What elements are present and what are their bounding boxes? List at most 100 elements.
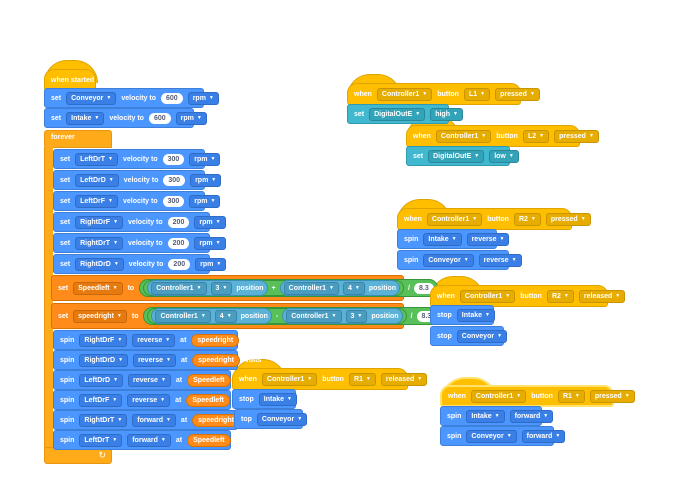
motor-dropdown[interactable]: LeftDrT▼ <box>75 152 118 166</box>
set-velocity-block[interactable]: set RightDrD▼ velocity to 200 rpm▼ <box>53 254 227 274</box>
set-digital-out-block[interactable]: set DigitalOutE▼ low▼ <box>406 146 519 166</box>
variable-reporter[interactable]: Speedleft <box>187 373 231 387</box>
set-intake-velocity-block[interactable]: set Intake▼ velocity to 600 rpm▼ <box>44 108 207 128</box>
spin-motor-block[interactable]: spin Conveyor▼ reverse▼ <box>397 250 522 270</box>
stop-motor-block[interactable]: stop Conveyor▼ <box>430 326 508 346</box>
motor-dropdown[interactable]: Conveyor▼ <box>423 253 474 267</box>
velocity-input[interactable]: 300 <box>163 174 186 186</box>
controller-dropdown[interactable]: Controller1▼ <box>286 309 342 323</box>
unit-dropdown[interactable]: rpm▼ <box>195 257 227 271</box>
direction-dropdown[interactable]: reverse▼ <box>466 232 510 246</box>
variable-dropdown[interactable]: Speedleft▼ <box>73 281 123 295</box>
motor-dropdown[interactable]: Conveyor▼ <box>456 329 508 343</box>
set-speedleft-block[interactable]: set Speedleft▼ to Controller1▼ 3▼ positi… <box>51 275 438 301</box>
direction-dropdown[interactable]: reverse▼ <box>128 373 171 387</box>
motor-dropdown[interactable]: RightDrD▼ <box>79 353 129 367</box>
motor-dropdown[interactable]: Intake▼ <box>258 392 297 406</box>
variable-reporter[interactable]: Speedleft <box>187 433 231 447</box>
add-operator[interactable]: Controller1▼ 3▼ position + Controller1▼ … <box>143 280 405 296</box>
axis-dropdown[interactable]: 3▼ <box>210 281 233 295</box>
direction-dropdown[interactable]: forward▼ <box>509 409 554 423</box>
variable-reporter[interactable]: Speedleft <box>186 393 230 407</box>
digital-out-dropdown[interactable]: DigitalOutE▼ <box>428 149 485 163</box>
button-dropdown[interactable]: R2▼ <box>546 289 574 303</box>
variable-reporter[interactable]: speedright <box>192 413 240 427</box>
state-dropdown[interactable]: pressed▼ <box>554 129 599 143</box>
button-dropdown[interactable]: R2▼ <box>513 212 541 226</box>
velocity-input[interactable]: 200 <box>167 237 190 249</box>
button-dropdown[interactable]: R1▼ <box>348 372 376 386</box>
motor-dropdown[interactable]: LeftDrF▼ <box>79 393 123 407</box>
set-conveyor-velocity-block[interactable]: set Conveyor▼ velocity to 600 rpm▼ <box>44 88 219 108</box>
controller-dropdown[interactable]: Controller1▼ <box>470 389 527 403</box>
set-velocity-block[interactable]: set RightDrT▼ velocity to 200 rpm▼ <box>53 233 226 253</box>
velocity-input[interactable]: 200 <box>168 258 191 270</box>
controller-dropdown[interactable]: Controller1▼ <box>155 309 211 323</box>
spin-volts-block[interactable]: spin LeftDrD▼ reverse▼ at Speedleft volt… <box>53 370 252 390</box>
spin-volts-block[interactable]: spin RightDrD▼ reverse▼ at speedright vo… <box>53 350 261 370</box>
when-button-l2-hat[interactable]: when Controller1▼ button L2▼ pressed▼ <box>406 116 599 147</box>
set-velocity-block[interactable]: set LeftDrF▼ velocity to 300 rpm▼ <box>53 191 221 211</box>
forever-block[interactable]: forever <box>44 130 112 148</box>
axis-dropdown[interactable]: 4▼ <box>214 309 237 323</box>
motor-dropdown[interactable]: Intake▼ <box>423 232 462 246</box>
axis-dropdown[interactable]: 4▼ <box>342 281 365 295</box>
button-dropdown[interactable]: L1▼ <box>463 87 491 101</box>
motor-dropdown[interactable]: LeftDrT▼ <box>79 433 123 447</box>
spin-motor-block[interactable]: spin Intake▼ forward▼ <box>440 406 554 426</box>
controller-dropdown[interactable]: Controller1▼ <box>376 87 433 101</box>
state-dropdown[interactable]: pressed▼ <box>545 212 591 226</box>
direction-dropdown[interactable]: reverse▼ <box>127 393 171 407</box>
controller-dropdown[interactable]: Controller1▼ <box>151 281 207 295</box>
controller-dropdown[interactable]: Controller1▼ <box>261 372 318 386</box>
when-button-r1-released-hat[interactable]: when Controller1▼ button R1▼ released▼ <box>232 359 428 390</box>
direction-dropdown[interactable]: reverse▼ <box>133 353 176 367</box>
stop-motor-block[interactable]: stop Intake▼ <box>430 305 495 325</box>
when-button-r2-released-hat[interactable]: when Controller1▼ button R2▼ released▼ <box>430 276 626 307</box>
motor-dropdown[interactable]: LeftDrF▼ <box>75 194 118 208</box>
when-button-r2-pressed-hat[interactable]: when Controller1▼ button R2▼ pressed▼ <box>397 199 591 230</box>
forever-block-arm[interactable] <box>44 147 53 449</box>
subtract-operator[interactable]: Controller1▼ 4▼ position - Controller1▼ … <box>147 308 407 324</box>
stop-motor-block[interactable]: stop Intake▼ <box>232 389 297 409</box>
spin-volts-block[interactable]: spin RightDrT▼ forward▼ at speedright vo… <box>53 410 261 430</box>
spin-motor-block[interactable]: spin Intake▼ reverse▼ <box>397 229 510 249</box>
direction-dropdown[interactable]: reverse▼ <box>132 333 176 347</box>
motor-dropdown[interactable]: RightDrT▼ <box>75 236 124 250</box>
spin-volts-block[interactable]: spin LeftDrF▼ reverse▼ at Speedleft volt… <box>53 390 251 410</box>
controller-dropdown[interactable]: Controller1▼ <box>435 129 492 143</box>
spin-volts-block[interactable]: spin LeftDrT▼ forward▼ at Speedleft volt… <box>53 430 252 450</box>
set-digital-out-block[interactable]: set DigitalOutE▼ high▼ <box>347 104 463 124</box>
direction-dropdown[interactable]: forward▼ <box>132 413 176 427</box>
controller-dropdown[interactable]: Controller1▼ <box>283 281 339 295</box>
unit-dropdown[interactable]: rpm▼ <box>189 194 221 208</box>
divisor-input[interactable]: 8.3 <box>416 310 437 322</box>
unit-dropdown[interactable]: rpm▼ <box>189 152 221 166</box>
unit-dropdown[interactable]: rpm▼ <box>194 215 226 229</box>
controller-dropdown[interactable]: Controller1▼ <box>459 289 516 303</box>
velocity-input[interactable]: 300 <box>162 195 185 207</box>
set-velocity-block[interactable]: set RightDrF▼ velocity to 200 rpm▼ <box>53 212 226 232</box>
direction-dropdown[interactable]: forward▼ <box>127 433 171 447</box>
controller-axis-reporter[interactable]: Controller1▼ 4▼ position <box>279 280 401 296</box>
direction-dropdown[interactable]: forward▼ <box>521 429 566 443</box>
motor-dropdown[interactable]: Conveyor▼ <box>466 429 517 443</box>
variable-reporter[interactable]: speedright <box>192 353 240 367</box>
controller-axis-reporter[interactable]: Controller1▼ 3▼ position <box>147 280 268 296</box>
state-dropdown[interactable]: pressed▼ <box>589 389 635 403</box>
state-dropdown[interactable]: pressed▼ <box>495 87 540 101</box>
level-dropdown[interactable]: high▼ <box>430 107 463 121</box>
motor-dropdown[interactable]: Conveyor▼ <box>66 91 117 105</box>
controller-dropdown[interactable]: Controller1▼ <box>426 212 483 226</box>
spin-motor-block[interactable]: spin Conveyor▼ forward▼ <box>440 426 566 446</box>
axis-dropdown[interactable]: 3▼ <box>345 309 368 323</box>
unit-dropdown[interactable]: rpm▼ <box>175 111 207 125</box>
spin-volts-block[interactable]: spin RightDrF▼ reverse▼ at speedright vo… <box>53 330 261 350</box>
state-dropdown[interactable]: released▼ <box>380 372 428 386</box>
motor-dropdown[interactable]: Intake▼ <box>456 308 495 322</box>
divide-operator[interactable]: Controller1▼ 4▼ position - Controller1▼ … <box>143 307 441 325</box>
digital-out-dropdown[interactable]: DigitalOutE▼ <box>369 107 426 121</box>
set-velocity-block[interactable]: set LeftDrD▼ velocity to 300 rpm▼ <box>53 170 222 190</box>
variable-dropdown[interactable]: speedright▼ <box>73 309 127 323</box>
